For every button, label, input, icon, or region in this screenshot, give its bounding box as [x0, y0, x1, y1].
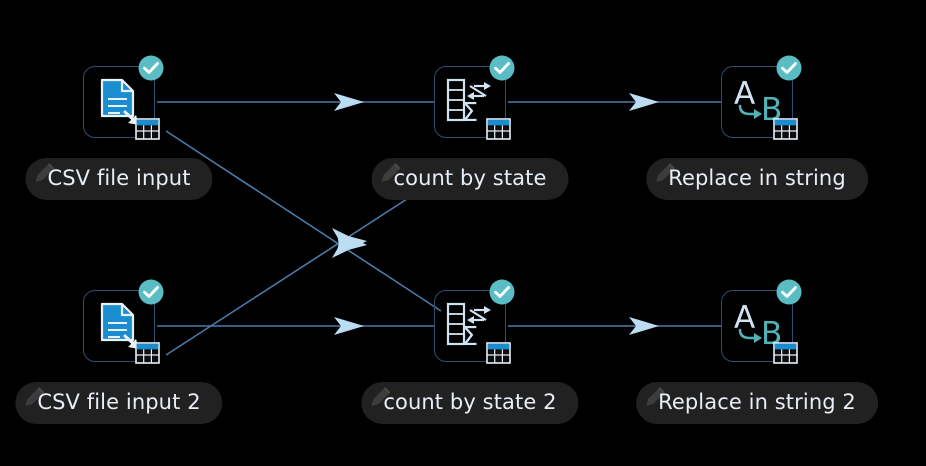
node-body[interactable]	[83, 290, 155, 362]
node-label-replace-in-string[interactable]: Replace in string	[646, 158, 868, 200]
aggregate-sigma-icon: Σ	[446, 302, 491, 352]
node-label-text: Replace in string	[668, 166, 846, 190]
node-body[interactable]	[434, 66, 506, 138]
table-badge-icon	[135, 342, 160, 364]
node-label-count-by-state-2[interactable]: count by state 2	[361, 382, 579, 424]
node-label-text: count by state	[393, 166, 547, 190]
pencil-icon	[371, 387, 391, 406]
table-badge-icon	[486, 118, 511, 140]
node-label-replace-in-string-2[interactable]: Replace in string 2	[636, 382, 878, 424]
table-badge-icon	[135, 118, 160, 140]
node-label-text: CSV file input 2	[37, 390, 201, 414]
pencil-icon	[35, 163, 55, 182]
pencil-icon	[381, 163, 401, 182]
table-badge-icon	[773, 118, 798, 140]
edge-count-by-state-2-to-replace-in-string-2[interactable]	[508, 317, 722, 335]
table-badge-icon	[773, 342, 798, 364]
edge-csv-file-input-2-to-count-by-state-2[interactable]	[157, 317, 434, 335]
node-body[interactable]	[721, 290, 793, 362]
edge-csv-file-input-to-count-by-state[interactable]	[157, 93, 434, 111]
check-badge-icon	[776, 279, 802, 305]
pencil-icon	[656, 163, 676, 182]
node-body[interactable]	[83, 66, 155, 138]
node-label-csv-file-input[interactable]: CSV file input	[25, 158, 213, 200]
node-label-count-by-state[interactable]: count by state	[371, 158, 569, 200]
node-body[interactable]	[434, 290, 506, 362]
pencil-icon	[25, 387, 45, 406]
sigma-glyph: Σ	[462, 98, 478, 128]
node-label-text: count by state 2	[383, 390, 557, 414]
replace-from-glyph: A	[734, 300, 755, 336]
pencil-icon	[646, 387, 666, 406]
edge-csv-file-input-2-to-count-by-state[interactable]	[165, 176, 442, 356]
aggregate-sigma-icon: Σ	[446, 78, 491, 128]
node-label-csv-file-input-2[interactable]: CSV file input 2	[15, 382, 223, 424]
edge-count-by-state-to-replace-in-string[interactable]	[508, 93, 722, 111]
node-body[interactable]	[721, 66, 793, 138]
table-badge-icon	[486, 342, 511, 364]
check-badge-icon	[489, 55, 515, 81]
check-badge-icon	[138, 55, 164, 81]
node-label-text: Replace in string 2	[658, 390, 856, 414]
check-badge-icon	[776, 55, 802, 81]
replace-from-glyph: A	[734, 76, 755, 112]
check-badge-icon	[489, 279, 515, 305]
node-label-text: CSV file input	[47, 166, 191, 190]
sigma-glyph: Σ	[462, 322, 478, 352]
check-badge-icon	[138, 279, 164, 305]
